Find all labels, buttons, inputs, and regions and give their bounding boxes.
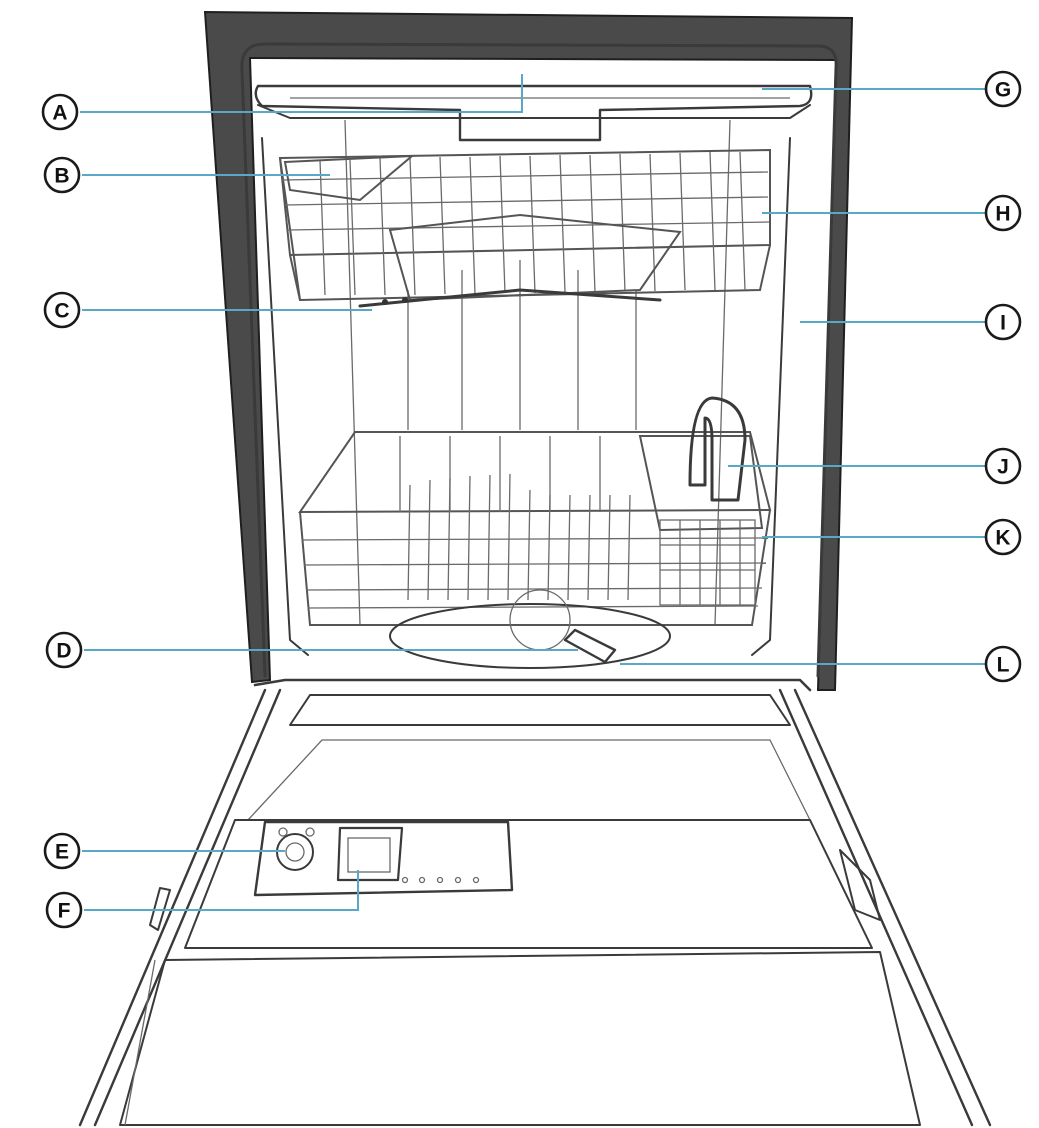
leader-a — [80, 74, 523, 113]
callout-c: C — [43, 291, 81, 329]
callout-d: D — [45, 631, 83, 669]
callout-h: H — [984, 194, 1022, 232]
tub-interior — [257, 104, 811, 656]
callout-l: L — [984, 645, 1022, 683]
callout-e: E — [43, 832, 81, 870]
door-gasket — [203, 10, 854, 691]
callout-a: A — [41, 93, 79, 131]
callout-d-label: D — [56, 640, 71, 663]
callout-f: F — [45, 891, 83, 929]
callout-f-label: F — [58, 900, 71, 923]
callout-j: J — [984, 447, 1022, 485]
callout-a-label: A — [52, 102, 67, 125]
callout-e-label: E — [55, 841, 69, 864]
upper-rack — [278, 148, 771, 308]
callout-k: K — [984, 518, 1022, 556]
top-spray-bar — [254, 84, 813, 142]
leader-f — [84, 870, 359, 911]
callout-c-label: C — [54, 300, 69, 323]
open-door — [78, 678, 992, 1127]
callout-l-label: L — [997, 654, 1010, 677]
callout-k-label: K — [995, 527, 1010, 550]
callout-i: I — [984, 303, 1022, 341]
leader-lines — [80, 74, 985, 911]
lower-rack — [298, 396, 772, 669]
callout-b-label: B — [54, 165, 69, 188]
lower-rack-tines — [407, 473, 631, 601]
callout-i-label: I — [1000, 312, 1006, 335]
callout-g-label: G — [995, 79, 1011, 102]
callout-j-label: J — [997, 456, 1009, 479]
callouts: A B C D E F G H — [41, 70, 1022, 929]
callout-b: B — [43, 156, 81, 194]
callout-g: G — [984, 70, 1022, 108]
callout-h-label: H — [995, 203, 1010, 226]
detergent-dispenser — [253, 820, 514, 897]
